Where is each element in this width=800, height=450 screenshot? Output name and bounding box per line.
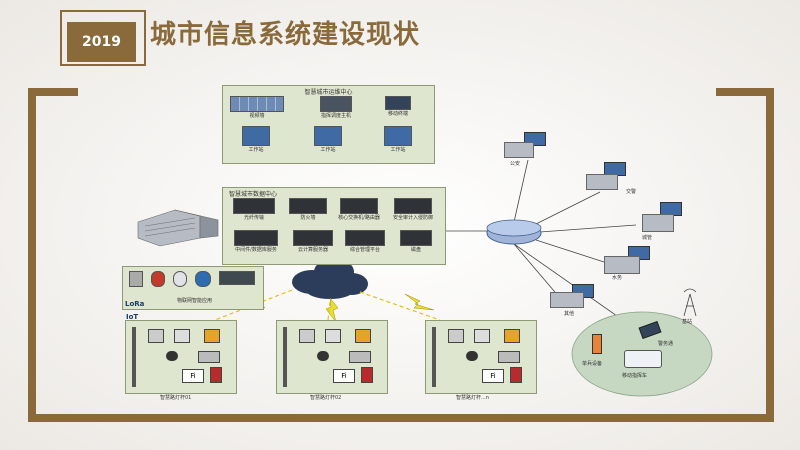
ops-center-title: 智慧城市运维中心 bbox=[304, 89, 353, 96]
tower-icon bbox=[683, 288, 697, 317]
workstation-icon bbox=[384, 126, 412, 146]
frame-left-top bbox=[28, 88, 78, 96]
gauge-icon bbox=[195, 271, 211, 287]
management-platform: 综合管理平台 bbox=[339, 230, 391, 253]
dispatch-host: 指挥调度主机 bbox=[311, 96, 361, 119]
meter-icon bbox=[173, 271, 187, 287]
year-frame bbox=[60, 10, 146, 66]
lamp-pole-icon bbox=[432, 327, 436, 387]
wifi-sign: Fi bbox=[333, 369, 355, 383]
data-center-panel: 智慧城市数据中心 光纤传输 防火墙 核心交换机/路由器 安全审计入侵防御 中间件… bbox=[222, 187, 446, 265]
charger-icon bbox=[361, 367, 373, 383]
switch-icon bbox=[340, 198, 378, 214]
fiber-transport: 光纤传输 bbox=[229, 198, 279, 221]
smart-pole-panel: Fi bbox=[425, 320, 537, 394]
charger-icon bbox=[510, 367, 522, 383]
network-node-traffic: 交警 bbox=[584, 162, 648, 198]
building-icon bbox=[504, 142, 534, 158]
network-node-urban: 城管 bbox=[636, 202, 692, 242]
dome-camera-icon bbox=[166, 351, 178, 361]
database-icon bbox=[234, 230, 278, 246]
lora-logo: LoRa bbox=[125, 300, 145, 308]
smart-pole-panel: Fi bbox=[125, 320, 237, 394]
speaker-icon bbox=[349, 351, 371, 363]
camera-icon bbox=[148, 329, 164, 343]
mobile-group: 单兵设备 警务通 移动指挥车 bbox=[574, 316, 714, 396]
iot-logo: IoT bbox=[126, 313, 139, 321]
laptop-icon bbox=[385, 96, 411, 110]
video-wall-icon bbox=[230, 96, 284, 112]
wifi-sign: Fi bbox=[182, 369, 204, 383]
frame-right-vertical bbox=[766, 88, 774, 422]
building-icon bbox=[604, 256, 640, 274]
phone-icon bbox=[638, 320, 662, 340]
controller-icon bbox=[219, 271, 255, 285]
platform-icon bbox=[345, 230, 385, 246]
alarm-icon bbox=[204, 329, 220, 343]
building-icon bbox=[642, 214, 674, 232]
iot-apps-label: 物联网智能应用 bbox=[177, 298, 213, 304]
speaker-icon bbox=[198, 351, 220, 363]
frame-right-top bbox=[716, 88, 774, 96]
iot-apps-panel: 物联网智能应用 bbox=[122, 266, 264, 310]
workstation: 工作站 bbox=[373, 126, 423, 153]
firewall-icon bbox=[289, 198, 327, 214]
sensor-icon bbox=[129, 271, 143, 287]
frame-left-vertical bbox=[28, 88, 36, 422]
year-badge: 2019 bbox=[67, 22, 136, 62]
tower-label: 基站 bbox=[682, 319, 693, 325]
disk-storage: 磁盘 bbox=[391, 230, 441, 253]
sensor-icon bbox=[174, 329, 190, 343]
dome-camera-icon bbox=[466, 351, 478, 361]
charger-icon bbox=[210, 367, 222, 383]
network-node-other: 其他 bbox=[548, 284, 604, 322]
page-title: 城市信息系统建设现状 bbox=[150, 20, 421, 50]
sensor-icon bbox=[474, 329, 490, 343]
server-icon bbox=[233, 198, 275, 214]
smart-pole-panel: Fi bbox=[276, 320, 388, 394]
dome-camera-icon bbox=[317, 351, 329, 361]
workstation: 工作站 bbox=[231, 126, 281, 153]
camera-icon bbox=[299, 329, 315, 343]
middleware-db: 中间件/数据库服务 bbox=[227, 230, 285, 253]
data-center-title: 智慧城市数据中心 bbox=[229, 191, 278, 198]
workstation-icon bbox=[314, 126, 342, 146]
building-icon bbox=[137, 209, 219, 247]
smart-pole-label: 智慧路灯杆01 bbox=[160, 395, 192, 401]
alarm-icon bbox=[504, 329, 520, 343]
mobile-terminal: 移动终端 bbox=[373, 96, 423, 117]
speaker-icon bbox=[498, 351, 520, 363]
sensor-icons bbox=[129, 271, 255, 287]
lamp-pole-icon bbox=[132, 327, 136, 387]
building-icon bbox=[586, 174, 618, 190]
server-icon bbox=[293, 230, 333, 246]
core-switch: 核心交换机/路由器 bbox=[333, 198, 385, 221]
vehicle-icon bbox=[624, 350, 662, 368]
wifi-sign: Fi bbox=[482, 369, 504, 383]
camera-icon bbox=[448, 329, 464, 343]
smart-pole-label: 智慧路灯杆02 bbox=[310, 395, 342, 401]
alarm-icon bbox=[151, 271, 165, 287]
radio-icon bbox=[592, 334, 602, 354]
cloud-icon bbox=[292, 258, 368, 299]
building-icon bbox=[550, 292, 584, 308]
cloud-server: 云计算服务器 bbox=[287, 230, 339, 253]
sensor-icon bbox=[325, 329, 341, 343]
workstation: 工作站 bbox=[303, 126, 353, 153]
disk-icon bbox=[400, 230, 432, 246]
security-audit: 安全审计入侵防御 bbox=[387, 198, 439, 221]
alarm-icon bbox=[355, 329, 371, 343]
security-icon bbox=[394, 198, 432, 214]
network-node-police: 公安 bbox=[500, 132, 556, 168]
firewall: 防火墙 bbox=[283, 198, 333, 221]
video-wall: 视频墙 bbox=[227, 96, 287, 119]
dispatch-host-icon bbox=[320, 96, 352, 112]
lightning-icon bbox=[404, 293, 435, 311]
ops-center-panel: 智慧城市运维中心 视频墙 指挥调度主机 移动终端 工作站 工作站 工作站 bbox=[222, 85, 435, 164]
lamp-pole-icon bbox=[283, 327, 287, 387]
workstation-icon bbox=[242, 126, 270, 146]
frame-bottom bbox=[28, 414, 774, 422]
network-node-water: 水务 bbox=[602, 246, 666, 284]
smart-pole-label: 智慧路灯杆...n bbox=[456, 395, 489, 401]
